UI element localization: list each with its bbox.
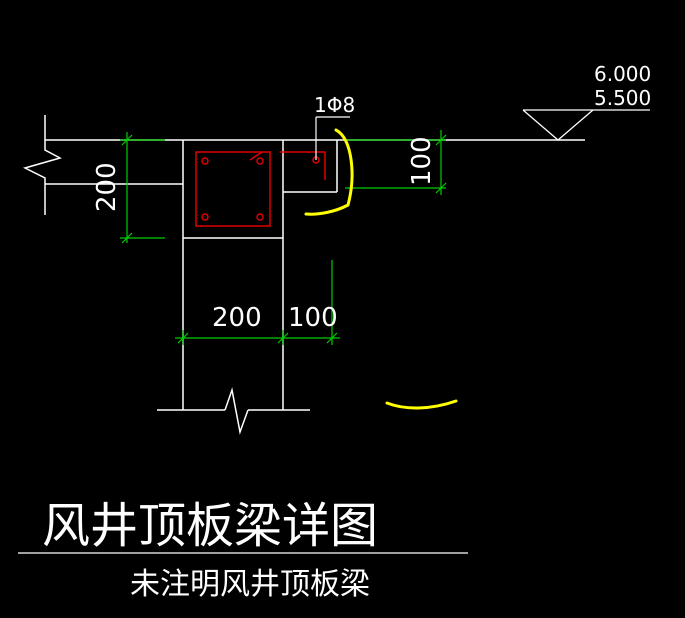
dim-ledge-width-text: 100 <box>288 303 338 333</box>
bottom-break-line <box>224 387 249 435</box>
rebar-dot-bottom-right <box>256 213 264 221</box>
rebar-dot-top-right <box>256 157 264 165</box>
dim-slab-thickness-tick-top <box>121 134 133 146</box>
markup-bracket-stroke <box>304 128 354 216</box>
elevation-marker <box>522 109 650 141</box>
rebar-dot-top-left <box>201 157 209 165</box>
dimension-lines <box>120 130 447 345</box>
dim-slab-thickness-tick-bottom <box>121 232 133 244</box>
dim-tick-right <box>326 332 338 344</box>
dim-wall-width-text: 200 <box>212 303 262 333</box>
rebar-label: 1Φ8 <box>314 93 355 117</box>
dim-tick-mid <box>277 332 289 344</box>
rebar-leader <box>315 116 350 160</box>
rebar-group <box>195 151 326 227</box>
drawing-title: 风井顶板梁详图 <box>42 498 378 554</box>
rebar-dot-bottom-left <box>201 213 209 221</box>
ledge-bar <box>280 151 326 180</box>
markup-arc-stroke <box>385 399 458 410</box>
markup-strokes <box>304 128 458 410</box>
dim-tick-left <box>177 332 189 344</box>
dim-ledge-height-tick-top <box>435 134 447 146</box>
structure-outline <box>22 115 585 435</box>
dim-ledge-height-text: 100 <box>407 136 437 186</box>
dim-slab-thickness-text: 200 <box>92 162 122 212</box>
elevation-triangle <box>522 109 594 141</box>
stirrup <box>195 151 271 227</box>
stirrup-hook <box>249 151 263 161</box>
elevation-lower-text: 5.500 <box>594 86 651 110</box>
left-break-line <box>22 115 62 215</box>
elevation-upper-text: 6.000 <box>594 62 651 86</box>
dim-ledge-height-tick-bottom <box>435 182 447 194</box>
drawing-subtitle: 未注明风井顶板梁 <box>130 567 370 602</box>
